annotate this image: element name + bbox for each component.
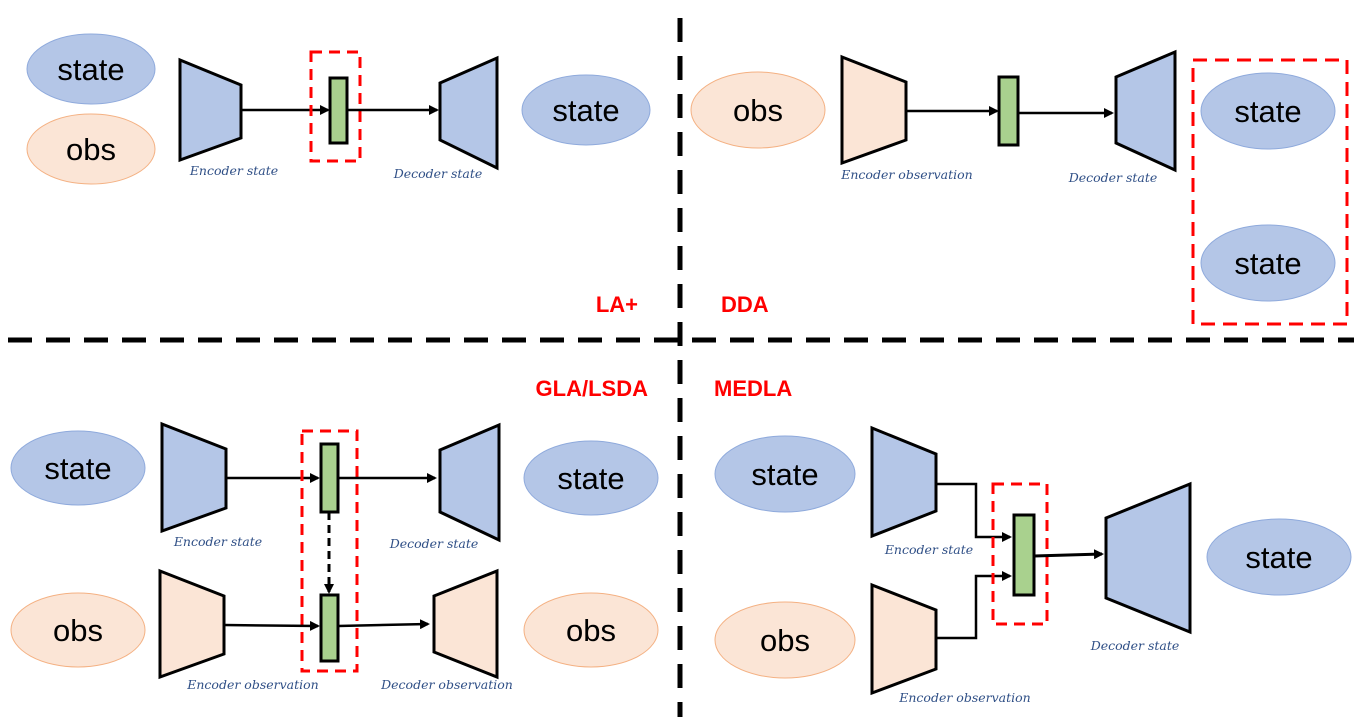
decoder-state-trapezoid bbox=[1104, 481, 1192, 635]
encoder-observation-caption: Encoder observation bbox=[898, 690, 1030, 705]
latent-vector-state bbox=[319, 442, 340, 514]
encoder-observation-trapezoid bbox=[158, 568, 226, 680]
arrow bbox=[223, 620, 320, 631]
arrow bbox=[1033, 549, 1104, 560]
arrow bbox=[936, 571, 1012, 640]
decoder-state-trapezoid bbox=[1114, 49, 1177, 173]
obs-label: obs bbox=[566, 613, 616, 648]
encoder-observation-trapezoid bbox=[870, 582, 938, 696]
obs-ellipse bbox=[690, 71, 826, 149]
state-ellipse bbox=[1200, 224, 1336, 302]
state-label: state bbox=[557, 461, 624, 496]
state-label: state bbox=[1234, 94, 1301, 129]
state-ellipse bbox=[1200, 72, 1336, 150]
obs-label: obs bbox=[66, 132, 116, 167]
state-label: state bbox=[57, 52, 124, 87]
latent-highlight-box bbox=[309, 50, 362, 163]
decoder-state-caption: Decoder state bbox=[393, 166, 483, 181]
panel-la-plus: state obs Encoder state Decoder state st… bbox=[26, 33, 651, 317]
encoder-state-trapezoid bbox=[178, 57, 243, 163]
obs-label: obs bbox=[733, 93, 783, 128]
state-label: state bbox=[44, 451, 111, 486]
encoder-observation-caption: Encoder observation bbox=[186, 677, 318, 692]
state-label: state bbox=[1234, 246, 1301, 281]
obs-ellipse bbox=[523, 592, 659, 668]
obs-ellipse bbox=[26, 113, 156, 185]
state-ellipse bbox=[1206, 518, 1352, 596]
state-ellipse bbox=[521, 74, 651, 146]
latent-vector-observation bbox=[319, 593, 340, 663]
arrow bbox=[936, 482, 1012, 542]
panel-medla: MEDLA state Encoder state obs Encoder ob… bbox=[714, 376, 1352, 705]
encoder-state-caption: Encoder state bbox=[189, 163, 278, 178]
encoder-state-trapezoid bbox=[160, 421, 228, 534]
panel-gla-lsda: GLA/LSDA state Encoder state Decoder sta… bbox=[10, 376, 659, 692]
state-label: state bbox=[1245, 540, 1312, 575]
decoder-state-caption: Decoder state bbox=[1090, 638, 1180, 653]
method-label-la-plus: LA+ bbox=[596, 292, 638, 317]
decoder-observation-trapezoid bbox=[432, 568, 499, 680]
latent-vector bbox=[328, 76, 349, 145]
decoder-state-caption: Decoder state bbox=[389, 536, 479, 551]
state-label: state bbox=[552, 93, 619, 128]
panel-dda: obs Encoder observation Decoder state st… bbox=[690, 49, 1349, 326]
obs-ellipse bbox=[10, 592, 146, 668]
latent-highlight-box bbox=[300, 429, 359, 673]
arrow bbox=[337, 619, 430, 630]
encoder-observation-caption: Encoder observation bbox=[840, 167, 972, 182]
obs-label: obs bbox=[53, 613, 103, 648]
encoder-observation-trapezoid bbox=[840, 54, 908, 166]
state-ellipse bbox=[714, 435, 856, 513]
method-label-dda: DDA bbox=[721, 292, 769, 317]
decoder-state-caption: Decoder state bbox=[1068, 170, 1158, 185]
decoder-state-trapezoid bbox=[438, 55, 499, 171]
state-label: state bbox=[751, 457, 818, 492]
method-label-medla: MEDLA bbox=[714, 376, 792, 401]
decoder-state-trapezoid bbox=[438, 422, 501, 543]
state-ellipse bbox=[523, 440, 659, 516]
obs-ellipse bbox=[714, 601, 856, 679]
state-ellipse bbox=[10, 430, 146, 506]
output-highlight-box bbox=[1191, 58, 1349, 326]
obs-label: obs bbox=[760, 623, 810, 658]
latent-vector bbox=[997, 75, 1020, 147]
method-label-gla-lsda: GLA/LSDA bbox=[536, 376, 649, 401]
state-ellipse bbox=[26, 33, 156, 105]
latent-vector bbox=[1012, 513, 1036, 597]
encoder-state-caption: Encoder state bbox=[173, 534, 262, 549]
encoder-state-trapezoid bbox=[870, 425, 938, 539]
decoder-observation-caption: Decoder observation bbox=[380, 677, 513, 692]
encoder-state-caption: Encoder state bbox=[884, 542, 973, 557]
latent-highlight-box bbox=[991, 482, 1049, 626]
